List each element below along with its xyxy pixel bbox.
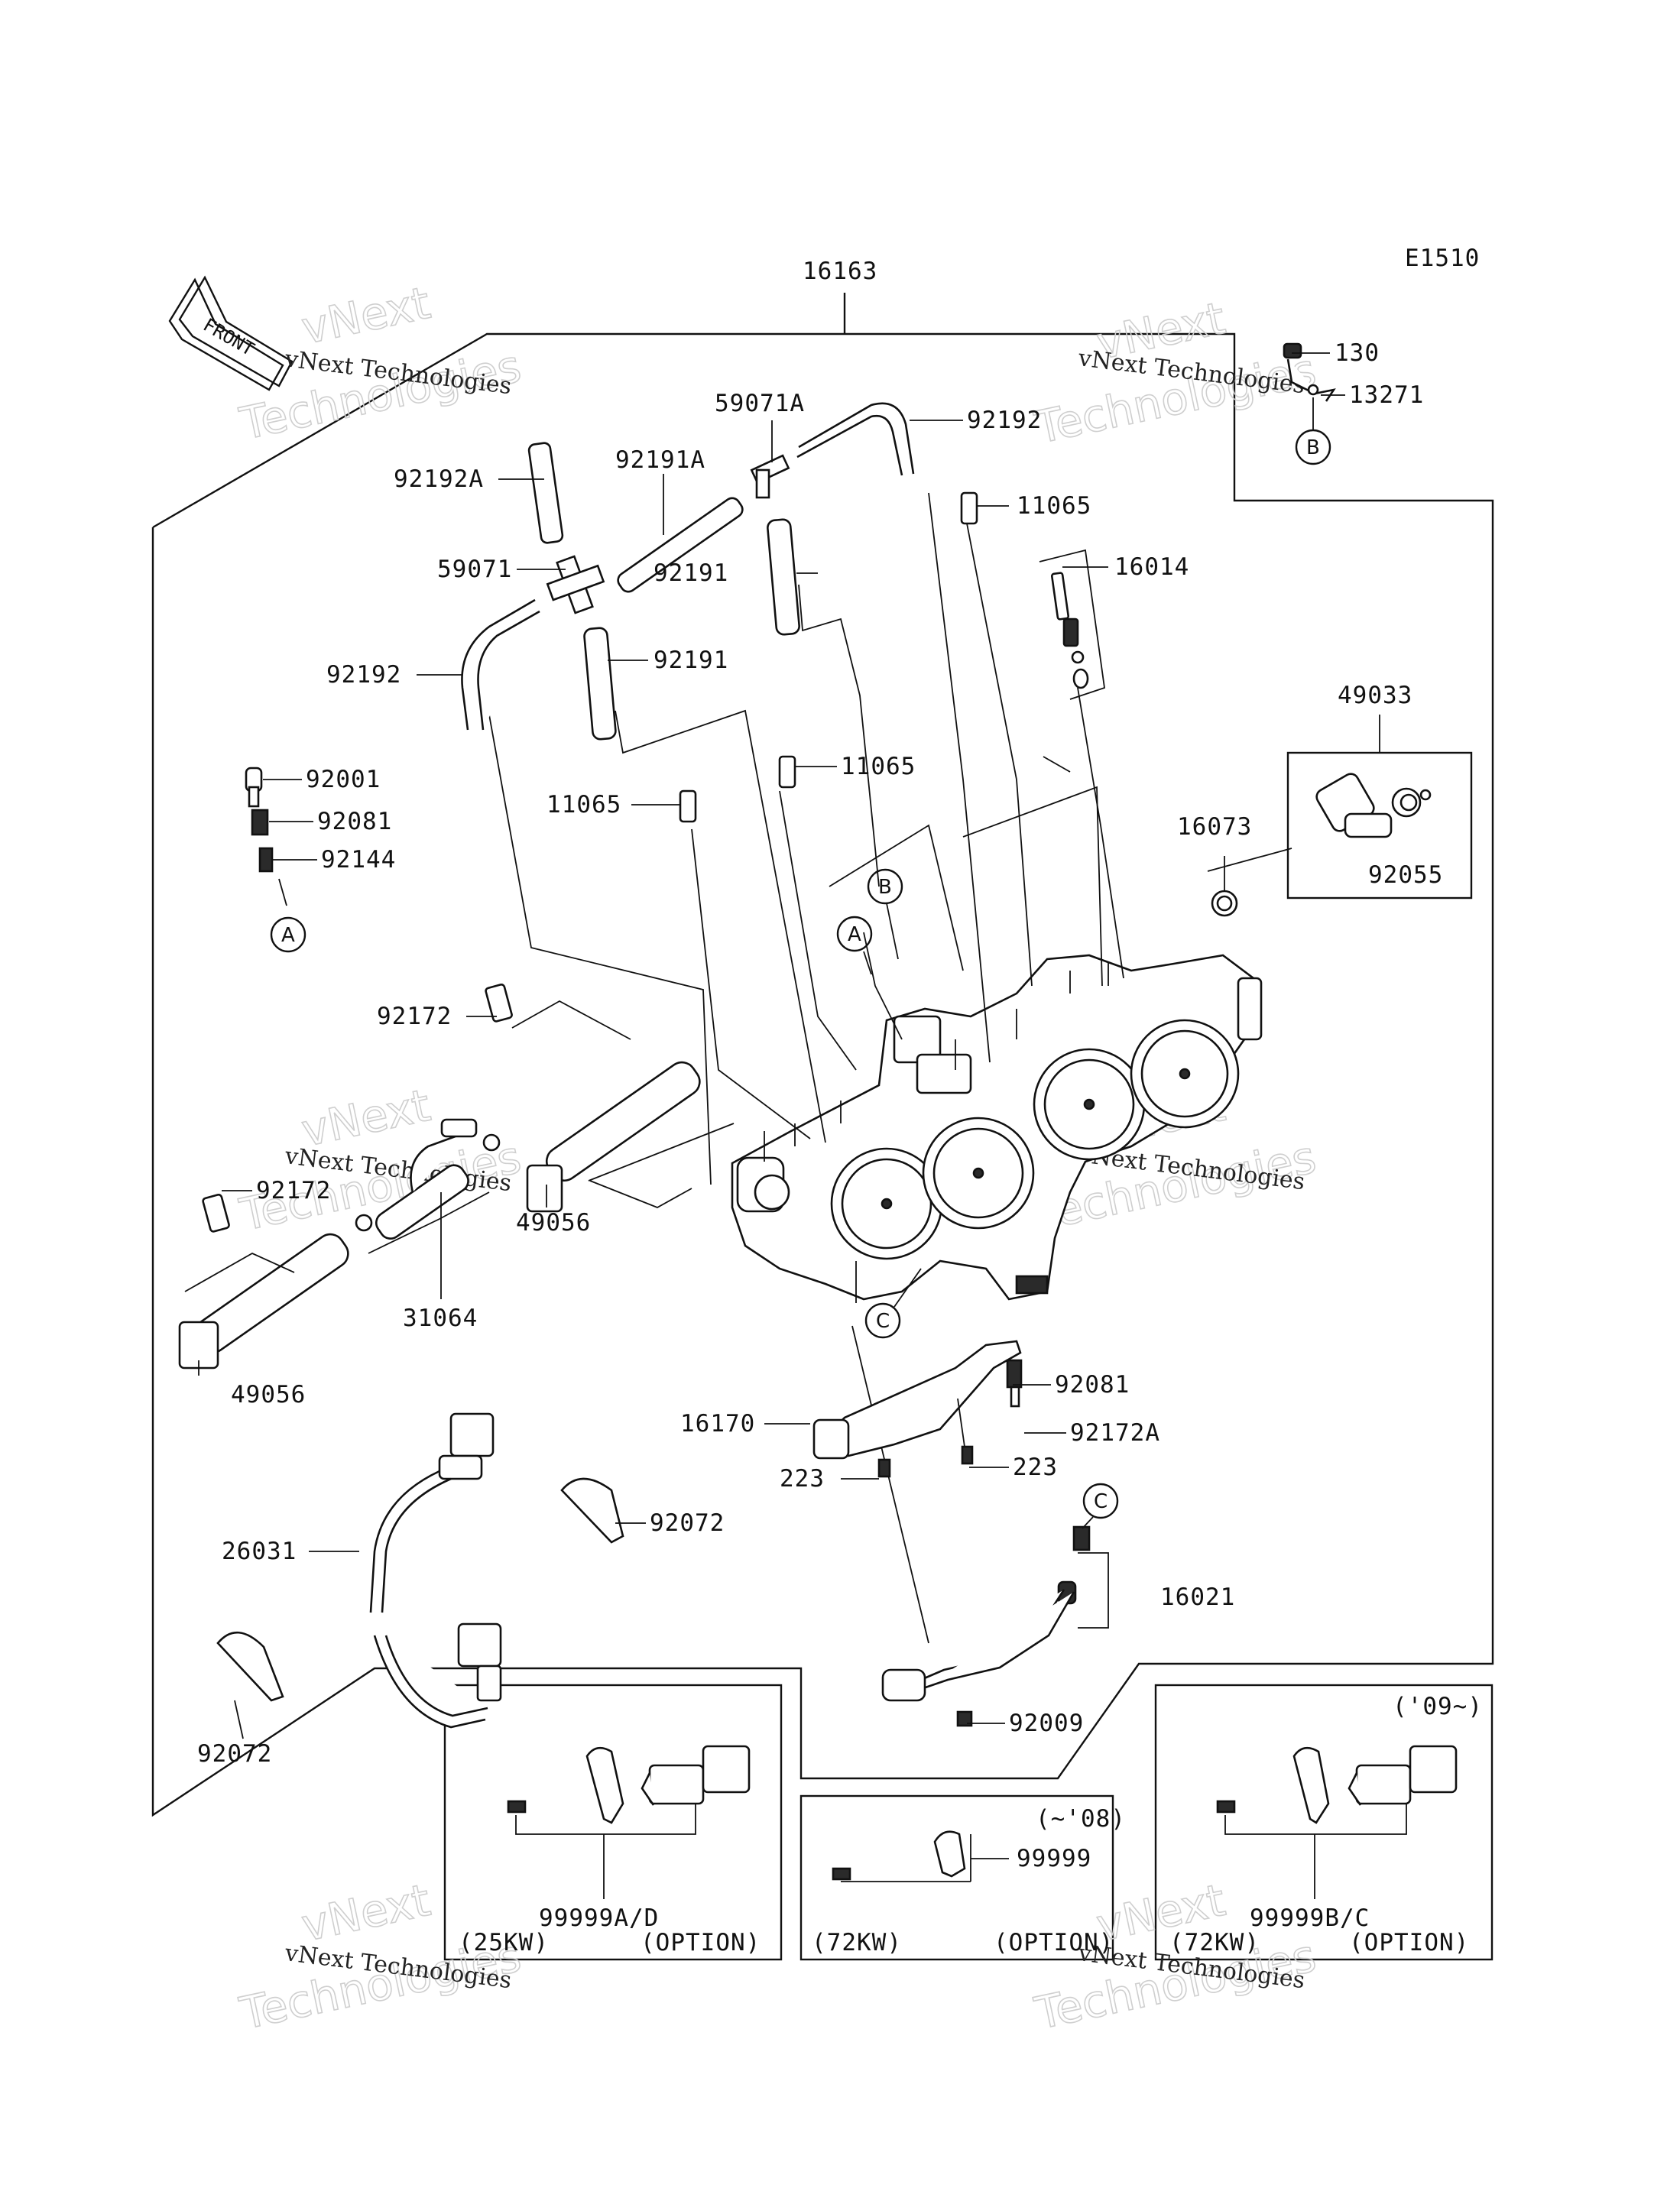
label-16021: 16021 <box>1160 1583 1235 1611</box>
label-13271: 13271 <box>1349 381 1424 409</box>
label-16170: 16170 <box>680 1410 755 1438</box>
label-92001: 92001 <box>306 766 381 793</box>
diagram-code: E1510 <box>1405 245 1480 272</box>
label-92009: 92009 <box>1009 1710 1084 1737</box>
label-92144: 92144 <box>321 846 396 874</box>
label-92081-right: 92081 <box>1055 1371 1130 1399</box>
top-right-hardware <box>1283 342 1336 430</box>
label-92191A: 92191A <box>615 446 705 474</box>
watermark-5a: vNext <box>297 1874 435 1952</box>
option-parts <box>507 1745 1458 1899</box>
label-16163: 16163 <box>803 258 877 285</box>
label-92192-top: 92192 <box>967 407 1042 434</box>
label-92081-left: 92081 <box>317 808 392 835</box>
hoses-and-fittings <box>461 402 1105 823</box>
assembly-frame <box>151 293 1494 1817</box>
option-labels: (25KW) (OPTION) (~'08) (72KW) (OPTION) (… <box>459 1693 1483 1956</box>
label-92192A: 92192A <box>394 465 484 493</box>
callout-c-center: C <box>876 1310 890 1333</box>
callout-a-left: A <box>281 924 295 947</box>
throttle-body-assembly <box>731 954 1263 1301</box>
label-31064: 31064 <box>403 1305 478 1332</box>
label-26031: 26031 <box>222 1538 297 1565</box>
label-59071: 59071 <box>437 556 512 583</box>
guide-lines <box>481 492 1292 1644</box>
box2-power: (72KW) <box>812 1929 902 1956</box>
label-223-left: 223 <box>780 1465 825 1493</box>
front-label: FRONT <box>199 314 258 360</box>
part-labels: E1510 16163 130 13271 59071A 92192 92192… <box>197 245 1480 1932</box>
watermark-1a: vNext <box>297 277 435 355</box>
label-130: 130 <box>1335 339 1380 367</box>
option-boxes <box>443 1684 1494 1961</box>
box1-power: (25KW) <box>459 1929 549 1956</box>
label-99999BC: 99999B/C <box>1250 1904 1370 1932</box>
label-11065-mid: 11065 <box>841 753 916 780</box>
label-99999: 99999 <box>1017 1845 1091 1872</box>
label-92191-low: 92191 <box>654 647 728 674</box>
callouts: A A B B C C <box>270 429 1331 1529</box>
callout-b-top: B <box>1306 436 1320 459</box>
label-92072-left: 92072 <box>197 1740 272 1768</box>
label-92172-top: 92172 <box>377 1003 452 1030</box>
front-arrow: FRONT <box>168 275 294 391</box>
label-59071A: 59071A <box>715 390 805 417</box>
box2-range: (~'08) <box>1036 1805 1126 1833</box>
label-99999AD: 99999A/D <box>539 1904 659 1932</box>
fuel-rail-assembly <box>178 983 701 1370</box>
callout-c-lower: C <box>1094 1490 1108 1513</box>
label-49056-left: 49056 <box>231 1381 306 1408</box>
callout-b-center: B <box>878 876 892 899</box>
sensor-group <box>1211 715 1473 917</box>
label-11065-top: 11065 <box>1017 492 1091 520</box>
box3-option: (OPTION) <box>1349 1929 1469 1956</box>
label-92192-left: 92192 <box>326 661 401 689</box>
box1-option: (OPTION) <box>641 1929 761 1956</box>
label-16073: 16073 <box>1177 813 1252 841</box>
lower-sensors <box>812 1340 1091 1727</box>
callout-a-center: A <box>848 923 861 946</box>
label-92172-mid: 92172 <box>256 1177 331 1204</box>
box2-option: (OPTION) <box>994 1929 1114 1956</box>
box3-power: (72KW) <box>1169 1929 1260 1956</box>
watermark-3a: vNext <box>297 1079 435 1157</box>
box3-range: ('09~) <box>1393 1693 1483 1720</box>
label-223-right: 223 <box>1013 1454 1058 1481</box>
wiring-harness <box>216 1412 624 1729</box>
label-49033: 49033 <box>1338 682 1412 709</box>
left-hardware <box>245 767 287 906</box>
label-leaders <box>198 352 1345 1739</box>
label-92055: 92055 <box>1368 861 1443 889</box>
label-49056-right: 49056 <box>516 1209 591 1237</box>
label-16014: 16014 <box>1114 553 1189 581</box>
label-92172A: 92172A <box>1070 1419 1160 1447</box>
label-11065-left: 11065 <box>546 791 621 818</box>
label-92072-right: 92072 <box>650 1509 725 1537</box>
label-92191-mid: 92191 <box>654 559 728 587</box>
